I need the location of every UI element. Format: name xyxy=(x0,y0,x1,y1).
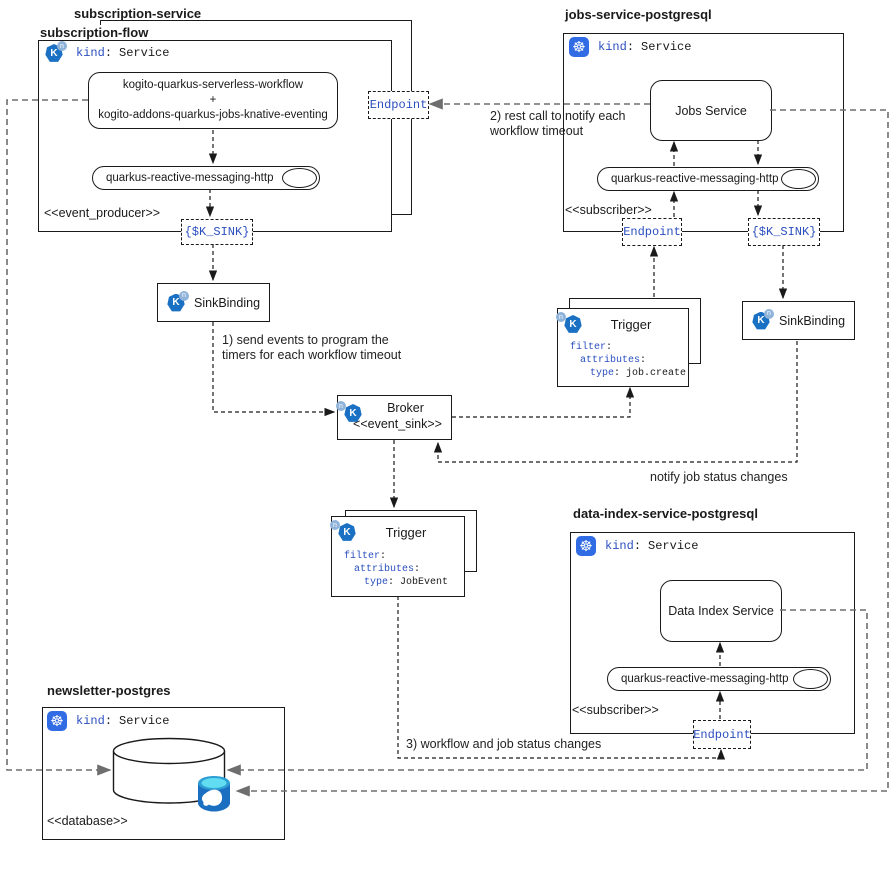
colon: : xyxy=(626,40,635,54)
workflow-line-2: kogito-addons-quarkus-jobs-knative-event… xyxy=(98,109,328,121)
note-notify-job-status: notify job status changes xyxy=(650,470,788,484)
knative-service-icon: K n xyxy=(45,41,67,63)
k-sink-node-subscription: {$K_SINK} xyxy=(181,219,253,245)
database-cylinder xyxy=(112,737,226,804)
colon: : xyxy=(104,46,113,60)
colon: : xyxy=(640,355,647,366)
kind-service-line: kind: Service xyxy=(76,714,169,728)
channel-oval-icon xyxy=(781,169,816,189)
sinkbinding-label: SinkBinding xyxy=(779,313,846,328)
channel-pill-data-index: quarkus-reactive-messaging-http xyxy=(607,667,831,691)
stereotype-event-producer: <<event_producer>> xyxy=(44,206,161,220)
kind-key: kind xyxy=(605,539,634,553)
channel-pill-subscription: quarkus-reactive-messaging-http xyxy=(92,166,320,190)
note-rest-call: 2) rest call to notify each workflow tim… xyxy=(490,109,626,138)
kind-value: Service xyxy=(119,714,170,728)
trigger-filter-yaml: filter: attributes: type: JobEvent xyxy=(344,550,448,589)
kubernetes-icon: ☸ xyxy=(569,37,589,57)
colon: : xyxy=(614,368,621,379)
kind-value: Service xyxy=(641,40,692,54)
sinkbinding-label: SinkBinding xyxy=(194,295,261,310)
yaml-type-value: job.create xyxy=(626,368,687,379)
kind-key: kind xyxy=(76,46,105,60)
group-title-jobs-service: jobs-service-postgresql xyxy=(563,7,714,22)
stereotype-subscriber: <<subscriber>> xyxy=(572,703,659,717)
yaml-type-value: JobEvent xyxy=(400,577,449,588)
yaml-filter-key: filter xyxy=(570,342,607,353)
broker-label: Broker xyxy=(387,401,424,415)
kind-service-line: kind: Service xyxy=(76,46,169,60)
colon: : xyxy=(380,551,387,562)
channel-oval-icon xyxy=(282,168,317,188)
broker-node: K n Broker <<event_sink>> xyxy=(336,395,452,440)
colon: : xyxy=(414,564,421,575)
kubernetes-icon: ☸ xyxy=(47,711,67,731)
stereotype-database: <<database>> xyxy=(47,814,128,828)
note-workflow-job-status: 3) workflow and job status changes xyxy=(406,737,602,751)
postgresql-icon xyxy=(198,776,230,812)
group-title-data-index: data-index-service-postgresql xyxy=(571,506,760,521)
yaml-attributes-key: attributes xyxy=(580,355,641,366)
k-sink-node-jobs: {$K_SINK} xyxy=(748,218,820,246)
trigger-node-job-event: K n Trigger filter: attributes: type:Job… xyxy=(330,516,465,597)
workflow-image-box: kogito-quarkus-serverless-workflow + kog… xyxy=(88,72,338,129)
trigger-filter-yaml: filter: attributes: type: job.create xyxy=(570,341,686,380)
colon: : xyxy=(104,714,113,728)
kind-value: Service xyxy=(648,539,699,553)
endpoint-node-data-index: Endpoint xyxy=(693,720,751,749)
trigger-title: Trigger xyxy=(610,317,652,332)
trigger-node-job-create: K n Trigger filter: attributes: type:job… xyxy=(556,308,689,387)
trigger-title: Trigger xyxy=(385,525,427,540)
channel-pill-jobs: quarkus-reactive-messaging-http xyxy=(597,167,819,191)
group-title-newsletter: newsletter-postgres xyxy=(45,683,173,698)
kind-key: kind xyxy=(598,40,627,54)
yaml-type-key: type xyxy=(364,577,389,588)
kind-key: kind xyxy=(76,714,105,728)
kind-service-line: kind: Service xyxy=(598,40,691,54)
channel-label: quarkus-reactive-messaging-http xyxy=(621,673,789,685)
knative-sinkbinding-icon: K n xyxy=(752,308,774,331)
endpoint-node-subscription: Endpoint xyxy=(368,91,429,119)
sinkbinding-node-left: K n SinkBinding xyxy=(157,283,270,322)
knative-badge: n xyxy=(764,308,774,319)
kind-value: Service xyxy=(119,46,170,60)
kind-service-line: kind: Service xyxy=(605,539,698,553)
knative-badge: n xyxy=(57,41,67,51)
note-send-events: 1) send events to program the timers for… xyxy=(222,333,402,362)
group-title-subscription-flow: subscription-flow xyxy=(38,25,151,40)
yaml-type-key: type xyxy=(590,368,615,379)
channel-label: quarkus-reactive-messaging-http xyxy=(611,173,779,185)
endpoint-node-jobs: Endpoint xyxy=(622,218,682,246)
data-index-service-box: Data Index Service xyxy=(660,580,782,642)
group-title-subscription-service: subscription-service xyxy=(72,6,204,21)
group-box-subscription-flow xyxy=(38,40,392,232)
colon: : xyxy=(388,577,395,588)
colon: : xyxy=(633,539,642,553)
workflow-plus: + xyxy=(209,94,217,106)
stereotype-event-sink: <<event_sink>> xyxy=(353,417,442,431)
yaml-attributes-key: attributes xyxy=(354,564,415,575)
workflow-line-1: kogito-quarkus-serverless-workflow xyxy=(122,79,304,91)
kubernetes-icon: ☸ xyxy=(576,536,596,556)
colon: : xyxy=(606,342,613,353)
channel-oval-icon xyxy=(793,669,828,689)
stereotype-subscriber: <<subscriber>> xyxy=(565,203,652,217)
yaml-filter-key: filter xyxy=(344,551,381,562)
knative-badge: n xyxy=(179,290,189,301)
sinkbinding-node-right: K n SinkBinding xyxy=(742,301,855,340)
knative-sinkbinding-icon: K n xyxy=(167,290,189,313)
channel-label: quarkus-reactive-messaging-http xyxy=(106,172,274,184)
